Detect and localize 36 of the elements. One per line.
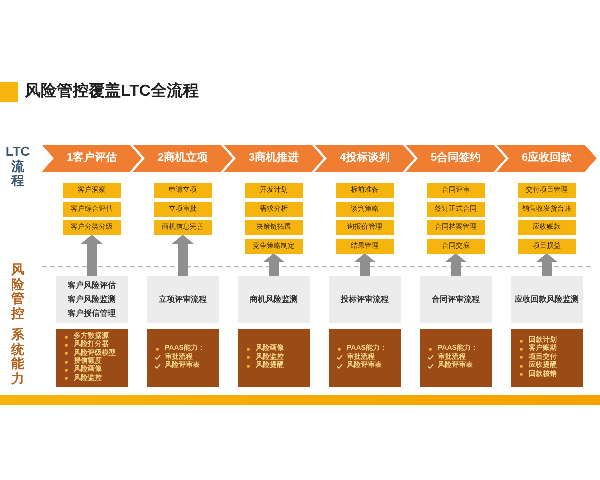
arrow [263, 254, 285, 276]
item-text: 投标评审流程 [341, 294, 389, 306]
control-box [329, 276, 401, 323]
item-text: 客户风险评估 [68, 280, 116, 292]
arrow [445, 254, 467, 276]
capability-box [329, 329, 401, 387]
control-box [420, 276, 492, 323]
arrow [172, 235, 194, 276]
capability-box [420, 329, 492, 387]
item-text: 应收回款风险监测 [515, 294, 579, 306]
side-label: 系统能力 [12, 328, 24, 386]
process-step: 1客户评估 [42, 145, 142, 172]
capability-box [238, 329, 310, 387]
arrow [536, 254, 558, 276]
capability-box [511, 329, 583, 387]
item-text: 客户风险监测 [68, 294, 116, 306]
process-step: 5合同签约 [406, 145, 506, 172]
arrow [81, 235, 103, 276]
item-text: 合同评审流程 [432, 294, 480, 306]
side-label: LTC流程 [6, 145, 30, 188]
item-text: 客户授信管理 [68, 308, 116, 320]
control-box [238, 276, 310, 323]
control-box [511, 276, 583, 323]
title: 风险管控覆盖LTC全流程 [25, 82, 199, 102]
side-label: 风险管控 [12, 263, 24, 321]
item-text: 商机风险监测 [250, 294, 298, 306]
capability-box [147, 329, 219, 387]
process-step: 2商机立项 [133, 145, 233, 172]
control-box [147, 276, 219, 323]
capability-box [56, 329, 128, 387]
control-box [56, 276, 128, 323]
item-text: 立项评审流程 [159, 294, 207, 306]
process-step: 6应收回款 [497, 145, 597, 172]
process-step: 4投标谈判 [315, 145, 415, 172]
process-step: 3商机推进 [224, 145, 324, 172]
arrow [354, 254, 376, 276]
